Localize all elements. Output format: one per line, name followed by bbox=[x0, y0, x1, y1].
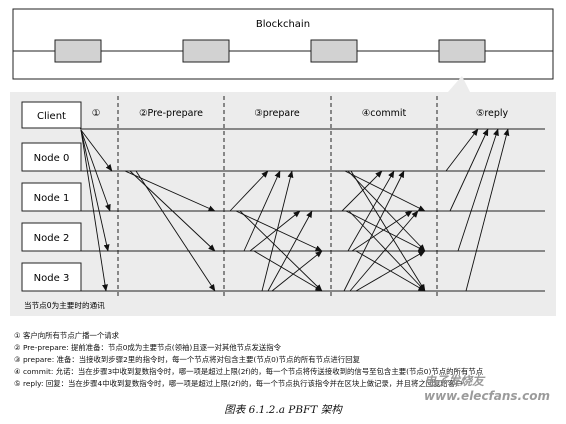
node-label-2: Node 2 bbox=[34, 233, 70, 244]
arrow-commit-11 bbox=[349, 210, 419, 292]
arrow-prepare-2 bbox=[235, 210, 323, 252]
arrow-reply-node1 bbox=[449, 128, 489, 212]
node-box-0 bbox=[21, 142, 82, 172]
note-2: ② Pre-prepare: 提前准备：节点0成为主要节点(领袖)且逐一对其他节… bbox=[14, 343, 282, 352]
node-label-client: Client bbox=[37, 111, 66, 122]
block-2 bbox=[182, 39, 230, 63]
arrow-reply-node3 bbox=[465, 128, 510, 292]
arrow-commit-7 bbox=[347, 170, 395, 252]
arrow-request-node1 bbox=[80, 129, 111, 212]
arrow-commit-1 bbox=[344, 170, 426, 212]
arrow-request-node0 bbox=[80, 129, 113, 172]
arrow-commit-4 bbox=[341, 170, 383, 212]
block-1 bbox=[54, 39, 102, 63]
watermark: 电子发烧友 www.elecfans.com bbox=[424, 374, 550, 403]
pointer-notch bbox=[448, 76, 470, 92]
arrow-preprepare-node3 bbox=[135, 170, 216, 292]
arrow-reply-node2 bbox=[457, 128, 499, 252]
node-boxes: Client Node 0 Node 1 Node 2 Node 3 bbox=[21, 101, 82, 292]
arrow-commit-6 bbox=[348, 210, 426, 292]
block-3 bbox=[310, 39, 358, 63]
timelines bbox=[80, 128, 545, 292]
message-arrows bbox=[80, 128, 510, 292]
phase-prepare: ③prepare bbox=[254, 108, 300, 119]
phase-separators bbox=[117, 96, 438, 296]
block-4 bbox=[438, 39, 486, 63]
figure-caption: 图表 6.1.2.a PBFT 架构 bbox=[224, 404, 342, 416]
node-label-0: Node 0 bbox=[34, 153, 70, 164]
phase-pre-prepare: ②Pre-prepare bbox=[139, 108, 203, 119]
arrow-commit-8 bbox=[351, 210, 413, 252]
phase-reply: ⑤reply bbox=[476, 108, 509, 119]
legend-note: 当节点0为主要时的通讯 bbox=[24, 300, 105, 310]
node-box-2 bbox=[21, 222, 82, 252]
node-box-3 bbox=[21, 262, 82, 292]
note-1: ① 客户向所有节点广播一个请求 bbox=[14, 331, 120, 340]
arrow-prepare-1 bbox=[229, 170, 269, 212]
note-3: ③ prepare: 准备：当接收到步骤2里的指令时，每一个节点将对包含主要(节… bbox=[14, 355, 360, 364]
arrow-prepare-3 bbox=[239, 210, 323, 292]
arrow-prepare-4 bbox=[243, 170, 281, 252]
arrow-commit-3 bbox=[350, 170, 426, 292]
phase-commit: ④commit bbox=[362, 108, 407, 119]
arrow-prepare-8 bbox=[267, 210, 313, 292]
note-4: ④ commit: 允诺：当在步骤3中收到复数指令时，哪一项是超过上限(2f)的… bbox=[14, 367, 484, 376]
arrow-preprepare-node2 bbox=[129, 170, 216, 252]
arrow-commit-5 bbox=[345, 210, 426, 252]
blockchain-section: Blockchain bbox=[12, 8, 554, 92]
arrow-request-node2 bbox=[80, 129, 110, 252]
phase-labels: ① ②Pre-prepare ③prepare ④commit ⑤reply bbox=[92, 108, 509, 119]
phase-request: ① bbox=[92, 108, 101, 119]
blockchain-title: Blockchain bbox=[256, 19, 310, 30]
arrow-commit-12 bbox=[355, 250, 426, 292]
arrow-request-node3 bbox=[80, 129, 108, 292]
arrow-reply-node0 bbox=[445, 128, 479, 172]
arrow-prepare-5 bbox=[249, 210, 301, 252]
arrow-commit-10 bbox=[343, 170, 405, 292]
arrow-prepare-6 bbox=[253, 250, 323, 292]
arrow-commit-2 bbox=[347, 170, 426, 252]
node-label-3: Node 3 bbox=[34, 273, 70, 284]
node-box-client bbox=[21, 101, 82, 129]
arrow-prepare-7 bbox=[261, 170, 294, 292]
node-label-1: Node 1 bbox=[34, 193, 70, 204]
note-5: ⑤ reply: 回复：当在步骤4中收到复数指令时，哪一项是超过上限(2f)的，… bbox=[14, 379, 463, 388]
node-box-1 bbox=[21, 182, 82, 212]
arrow-prepare-9 bbox=[271, 250, 323, 292]
